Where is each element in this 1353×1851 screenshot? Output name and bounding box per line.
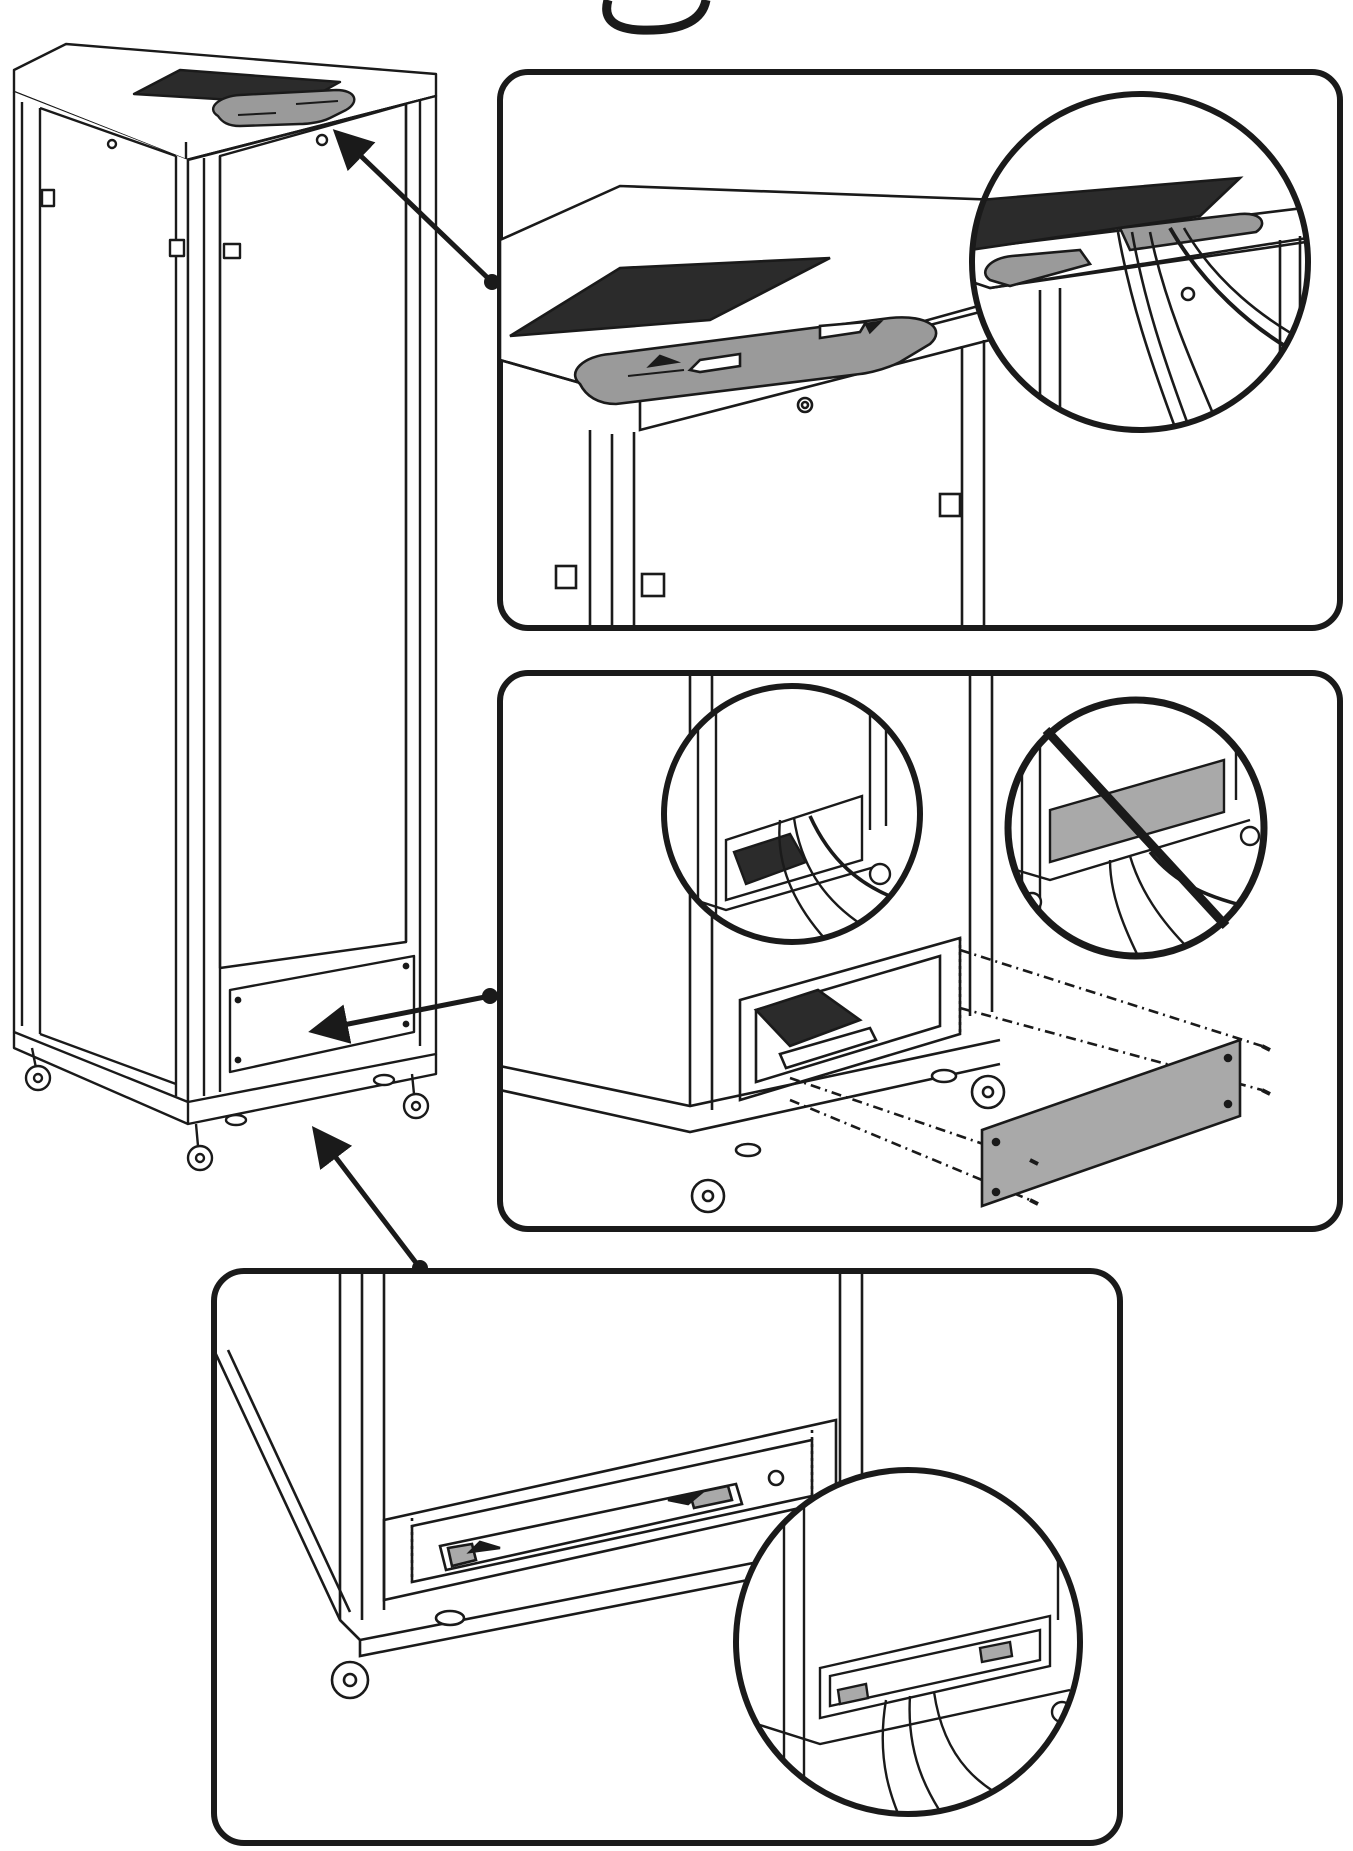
cable-routing-incorrect-inset: [1004, 696, 1268, 960]
caster-front-left: [24, 1047, 52, 1092]
blank-panel-plate: [980, 1038, 1242, 1208]
prohibited-slash: [1042, 726, 1230, 930]
cabinet-overview: [12, 42, 438, 1172]
bottom-cable-inset: [733, 1467, 1083, 1817]
lower-blank-panel: [228, 954, 416, 1074]
step-marker: [602, 0, 711, 35]
bottom-cable-entry-detail: [211, 1268, 1123, 1846]
caster-front-right: [402, 1073, 430, 1120]
top-cable-entry-detail: [497, 69, 1343, 631]
top-grommet-plate: [211, 88, 356, 128]
cable-routing-correct-inset: [661, 683, 923, 945]
top-vent-detail: [509, 256, 831, 338]
bottom-grommet-strip: [438, 1482, 744, 1572]
caster-front-mid: [186, 1123, 214, 1172]
top-grommet-detail: [573, 316, 938, 406]
lower-blank-panel-detail: [497, 670, 1343, 1232]
